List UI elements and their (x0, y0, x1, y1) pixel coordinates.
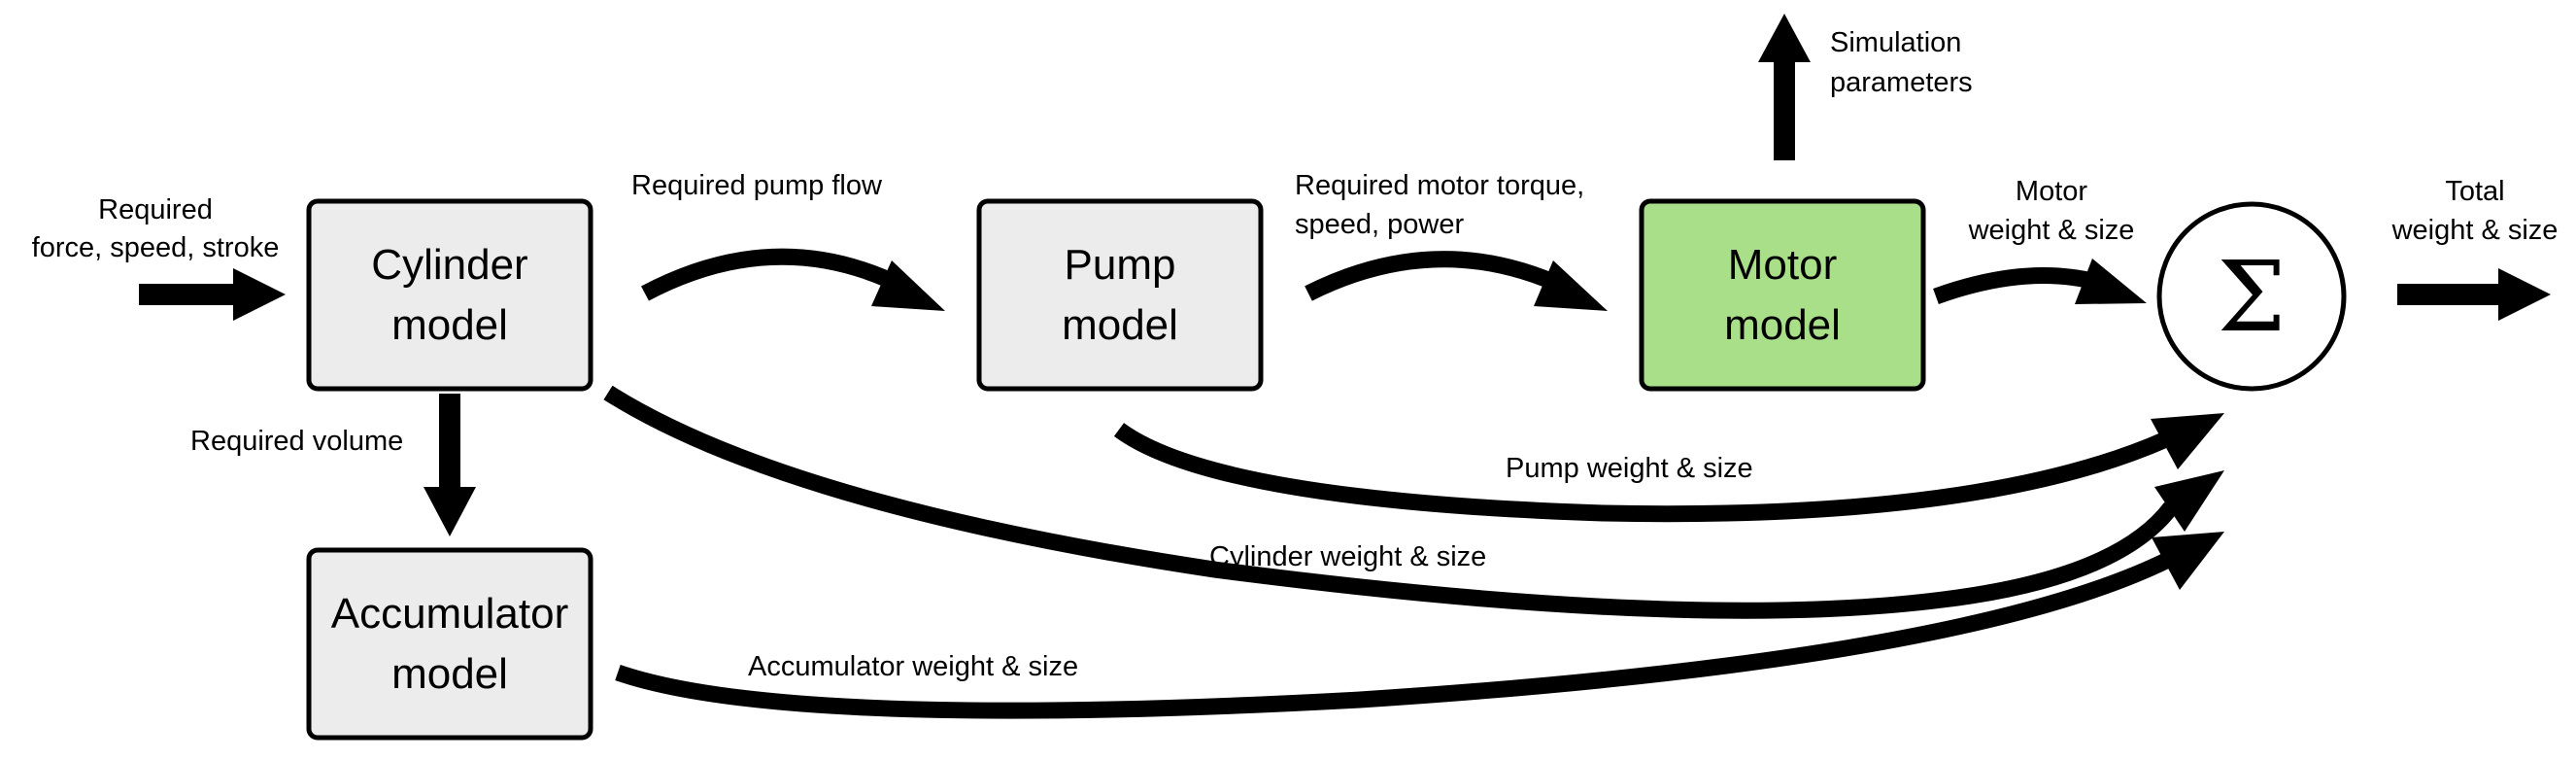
required-motor-label-line2: speed, power (1295, 209, 1464, 240)
cylinder-model-rect (306, 198, 593, 392)
simulation-parameters-label-line2: parameters (1830, 67, 1973, 98)
accumulator-weight-arrow-curve (615, 552, 2172, 719)
total-weight-label-line1: Total (2445, 176, 2504, 207)
required-volume-arrow-head (424, 487, 476, 536)
pump-model-label-line1: Pump (1065, 241, 1176, 289)
required-pump-flow-label: Required pump flow (631, 170, 883, 201)
motor-weight-label-line1: Motor (2016, 176, 2087, 207)
pump-flow-arrow-head (871, 260, 945, 311)
motor-request-arrow-curve (1305, 251, 1568, 301)
motor-weight-arrow-curve (1933, 267, 2106, 304)
required-volume-label: Required volume (190, 426, 403, 457)
motor-weight-arrow-head (2075, 259, 2147, 304)
input-label-line2: force, speed, stroke (32, 232, 280, 263)
required-volume-arrow (424, 394, 476, 536)
output-arrow-head (2498, 268, 2551, 321)
pump-model-label-line2: model (1062, 301, 1178, 349)
accumulator-weight-arrow-head (2152, 532, 2224, 590)
simulation-arrow-head (1758, 14, 1811, 62)
accumulator-model-label-line2: model (391, 650, 508, 698)
required-motor-label-line1: Required motor torque, (1295, 170, 1584, 201)
motor-request-arrow (1305, 251, 1608, 311)
motor-model-label-line2: model (1724, 301, 1841, 349)
motor-weight-arrow (1933, 259, 2147, 304)
motor-weight-label-line2: weight & size (1968, 215, 2135, 246)
cylinder-weight-arrow (603, 385, 2224, 619)
accumulator-weight-arrow (615, 532, 2224, 719)
accumulator-model-block: Accumulator model (306, 547, 593, 741)
pump-weight-label: Pump weight & size (1506, 453, 1753, 484)
pump-weight-arrow-curve (1113, 423, 2170, 523)
motor-model-rect (1639, 198, 1926, 392)
cylinder-weight-label: Cylinder weight & size (1209, 541, 1486, 572)
pump-model-block: Pump model (976, 198, 1264, 392)
total-weight-label-line2: weight & size (2391, 215, 2559, 246)
cylinder-weight-arrow-curve (603, 385, 2178, 619)
sigma-icon: Σ (2218, 240, 2287, 354)
cylinder-weight-arrow-head (2154, 470, 2224, 532)
simulation-parameters-arrow (1758, 14, 1811, 160)
accumulator-weight-label: Accumulator weight & size (748, 651, 1078, 682)
pump-weight-arrow (1113, 413, 2224, 523)
pump-flow-arrow-curve (641, 248, 907, 301)
pump-weight-arrow-head (2151, 413, 2224, 469)
simulation-parameters-label-line1: Simulation (1830, 27, 1961, 58)
motor-model-block: Motor model (1639, 198, 1926, 392)
cylinder-model-label-line2: model (391, 301, 508, 349)
summing-junction-circle (2156, 201, 2347, 392)
cylinder-model-block: Cylinder model (306, 198, 593, 392)
motor-model-label-line1: Motor (1728, 241, 1837, 289)
input-label-line1: Required (98, 194, 213, 225)
pump-flow-arrow (641, 248, 945, 311)
output-arrow (2397, 268, 2551, 321)
cylinder-model-label-line1: Cylinder (371, 241, 527, 289)
input-arrow-head (233, 268, 286, 321)
motor-request-arrow-head (1534, 260, 1608, 311)
accumulator-model-label-line1: Accumulator (331, 590, 569, 638)
pump-model-rect (976, 198, 1264, 392)
summing-junction: Σ (2156, 201, 2347, 392)
accumulator-model-rect (306, 547, 593, 741)
input-arrow (139, 268, 286, 321)
